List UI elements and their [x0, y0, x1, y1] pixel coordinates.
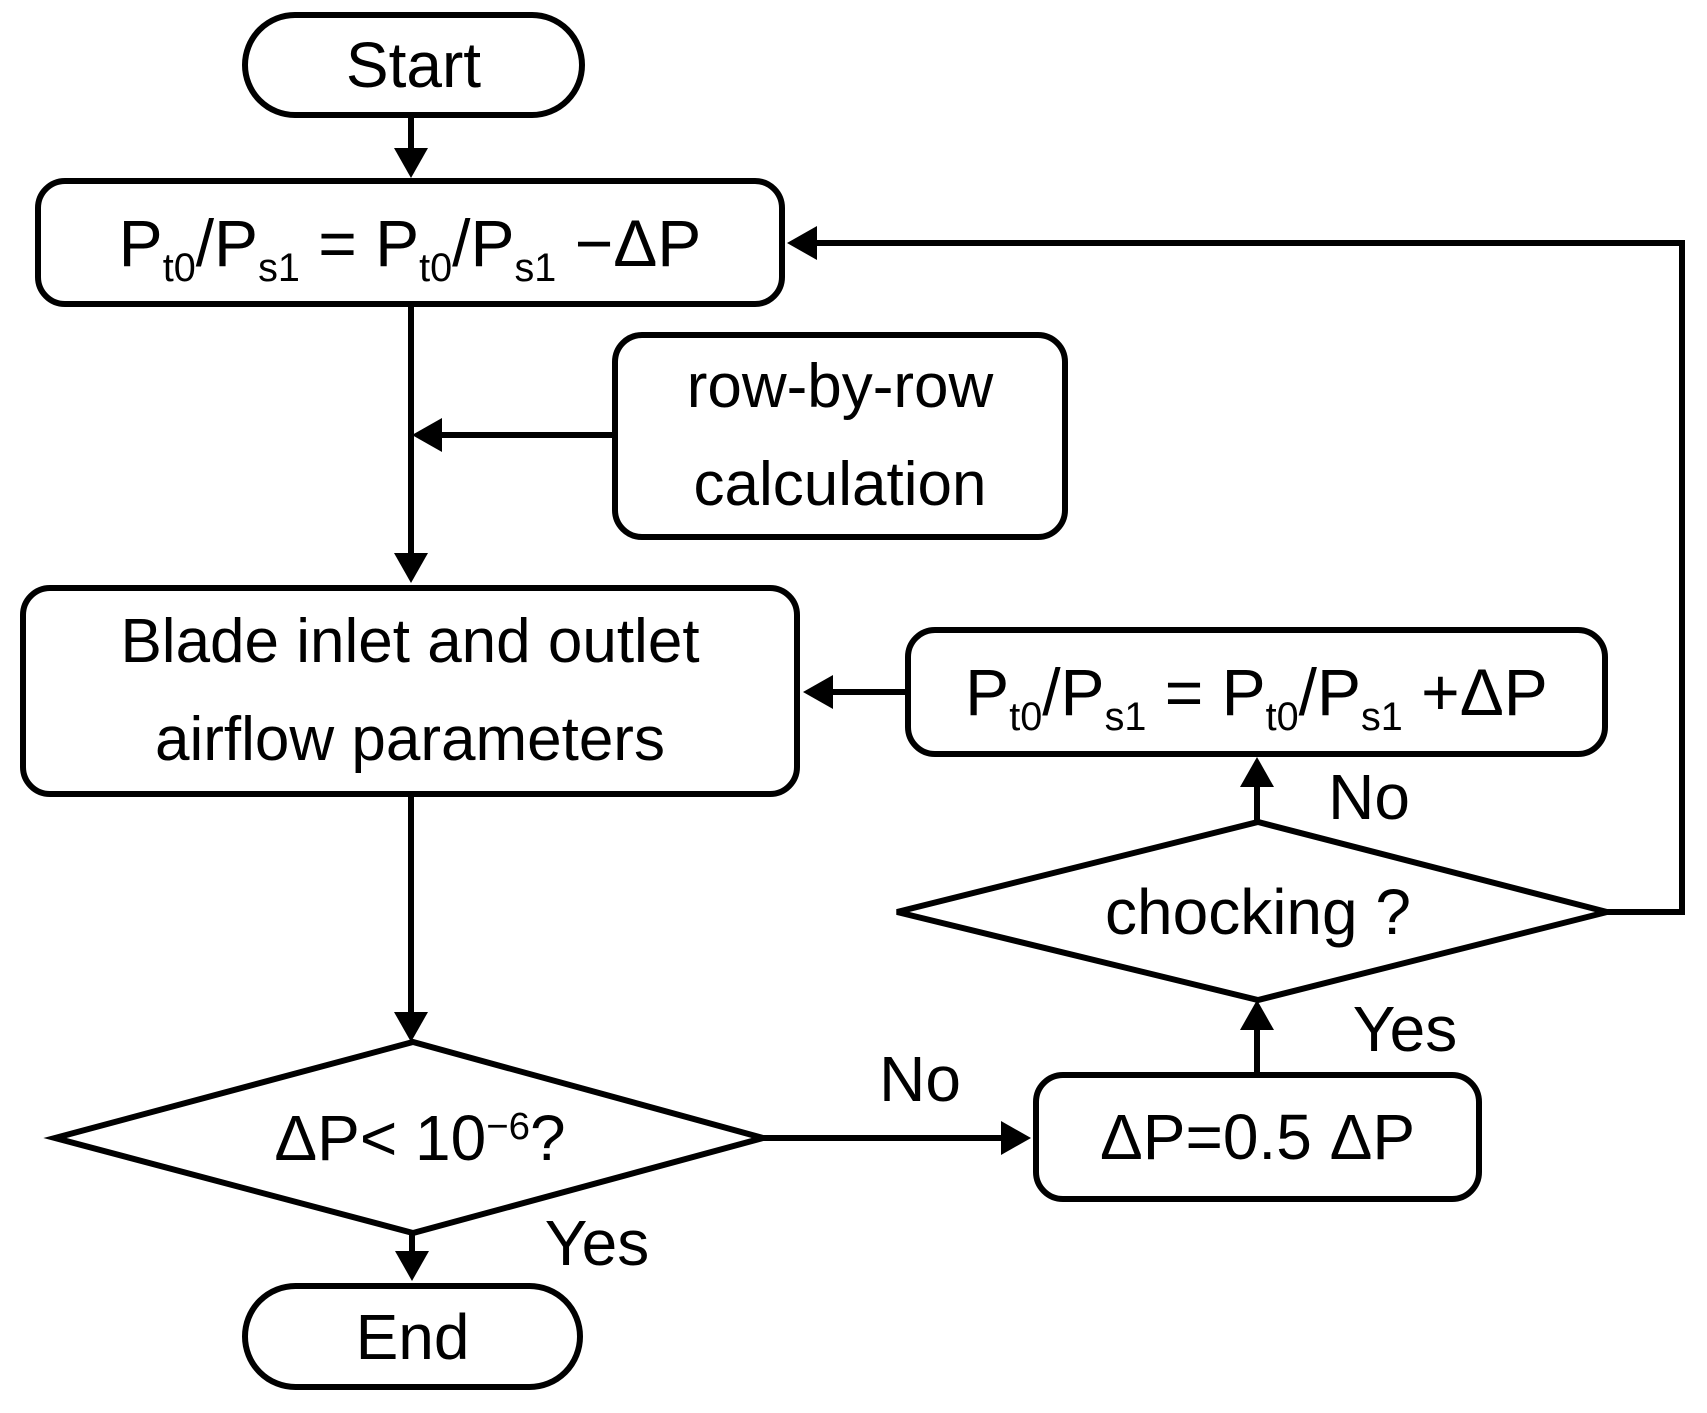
edge-start-to-update-arrowhead-icon: [394, 148, 428, 178]
edge-chocking-feedback-arrowhead-icon: [787, 226, 817, 260]
edge-halve-to-chocking-line: [1254, 1028, 1260, 1074]
update-plus-box: Pt0/Ps1 = Pt0/Ps1 +ΔP: [905, 627, 1608, 757]
chocking-diamond-label: chocking ?: [1105, 876, 1411, 948]
edge-blade-to-dpcheck-arrowhead-icon: [394, 1012, 428, 1042]
dp-check-diamond: [43, 1038, 775, 1237]
update-plus-label: Pt0/Ps1 = Pt0/Ps1 +ΔP: [965, 655, 1548, 740]
edge-updateplus-to-blade-arrowhead-icon: [803, 675, 833, 709]
edge-blade-to-dpcheck-line: [408, 794, 414, 1016]
edge-updateplus-to-blade-line: [831, 689, 907, 695]
edge-rowbyrow-to-junction-line: [440, 432, 614, 438]
edge-dpcheck-to-end-line: [409, 1230, 415, 1256]
edge-rowbyrow-to-junction-arrowhead-icon: [412, 418, 442, 452]
edge-dpcheck-to-halve-line: [761, 1135, 1003, 1141]
end-label: End: [355, 1300, 470, 1373]
start-label: Start: [345, 29, 482, 101]
edge-chocking-feedback-vertical-line: [1679, 240, 1685, 915]
edge-start-to-update-line: [408, 116, 414, 152]
edge-chocking-feedback-bottom-line: [1604, 909, 1685, 915]
edge-dpcheck-to-halve-arrowhead-icon: [1001, 1121, 1031, 1155]
chocking-no-label: No: [1328, 761, 1410, 833]
update-minus-box: Pt0/Ps1 = Pt0/Ps1 −ΔP: [35, 178, 785, 307]
edge-update-to-blade-line: [408, 304, 414, 556]
row-by-row-box: row-by-row calculation: [612, 332, 1068, 540]
blade-parameters-label: Blade inlet and outlet airflow parameter…: [120, 607, 700, 774]
chocking-diamond: [896, 818, 1608, 1004]
halve-dp-box: ΔP=0.5 ΔP: [1033, 1072, 1482, 1202]
edge-dpcheck-to-end-arrowhead-icon: [395, 1251, 429, 1281]
start-node: Start: [242, 12, 585, 118]
chocking-yes-label: Yes: [1352, 993, 1458, 1065]
dp-check-diamond-label: ΔP< 10−6?: [274, 1102, 566, 1174]
edge-chocking-feedback-top-line: [815, 240, 1685, 246]
edge-update-to-blade-arrowhead-icon: [394, 553, 428, 583]
edge-chocking-to-updateplus-line: [1254, 783, 1260, 824]
dp-check-no-label: No: [879, 1043, 961, 1115]
halve-dp-label: ΔP=0.5 ΔP: [1100, 1101, 1415, 1173]
update-minus-label: Pt0/Ps1 = Pt0/Ps1 −ΔP: [118, 205, 702, 290]
dp-check-yes-label: Yes: [544, 1207, 650, 1279]
end-node: End: [242, 1283, 583, 1390]
row-by-row-label: row-by-row calculation: [686, 352, 994, 519]
blade-parameters-box: Blade inlet and outlet airflow parameter…: [20, 585, 800, 797]
edge-chocking-to-updateplus-arrowhead-icon: [1240, 757, 1274, 787]
edge-halve-to-chocking-arrowhead-icon: [1240, 1000, 1274, 1030]
